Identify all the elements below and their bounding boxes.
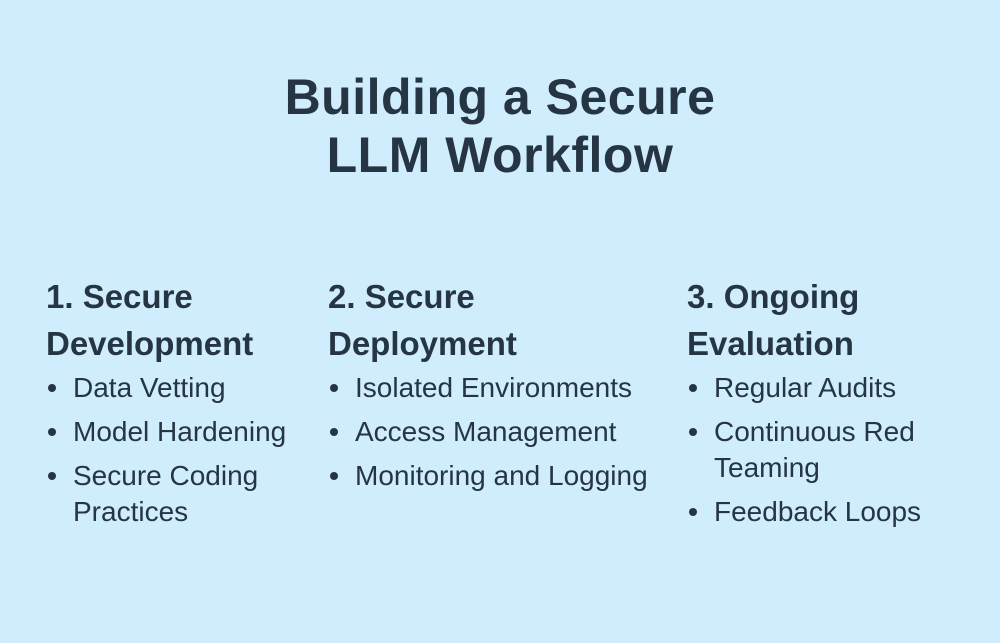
bullet-icon	[330, 472, 338, 480]
bullet-list: Isolated Environments Access Management …	[328, 370, 648, 494]
bullet-icon	[48, 384, 56, 392]
bullet-icon	[689, 508, 697, 516]
list-item: Continuous Red Teaming	[687, 414, 921, 486]
title-line-2: LLM Workflow	[326, 127, 674, 183]
bullet-icon	[330, 428, 338, 436]
column-heading: 3. Ongoing Evaluation	[687, 278, 860, 362]
list-item: Data Vetting	[46, 370, 286, 406]
column-heading: 1. Secure Development	[46, 278, 254, 362]
bullet-icon	[689, 384, 697, 392]
column-secure-deployment: 2. Secure Deployment Isolated Environmen…	[328, 273, 648, 502]
list-item: Regular Audits	[687, 370, 921, 406]
list-item: Isolated Environments	[328, 370, 648, 406]
bullet-icon	[689, 428, 697, 436]
bullet-icon	[48, 428, 56, 436]
column-ongoing-evaluation: 3. Ongoing Evaluation Regular Audits Con…	[687, 273, 921, 538]
title-line-1: Building a Secure	[284, 69, 716, 125]
list-item: Feedback Loops	[687, 494, 921, 530]
list-item: Model Hardening	[46, 414, 286, 450]
list-item: Monitoring and Logging	[328, 458, 648, 494]
bullet-list: Data Vetting Model Hardening Secure Codi…	[46, 370, 286, 530]
bullet-icon	[330, 384, 338, 392]
column-heading: 2. Secure Deployment	[328, 278, 517, 362]
bullet-list: Regular Audits Continuous Red Teaming Fe…	[687, 370, 921, 530]
column-secure-development: 1. Secure Development Data Vetting Model…	[46, 273, 286, 538]
bullet-icon	[48, 472, 56, 480]
list-item: Secure Coding Practices	[46, 458, 286, 530]
page-title: Building a Secure LLM Workflow	[0, 68, 1000, 184]
list-item: Access Management	[328, 414, 648, 450]
